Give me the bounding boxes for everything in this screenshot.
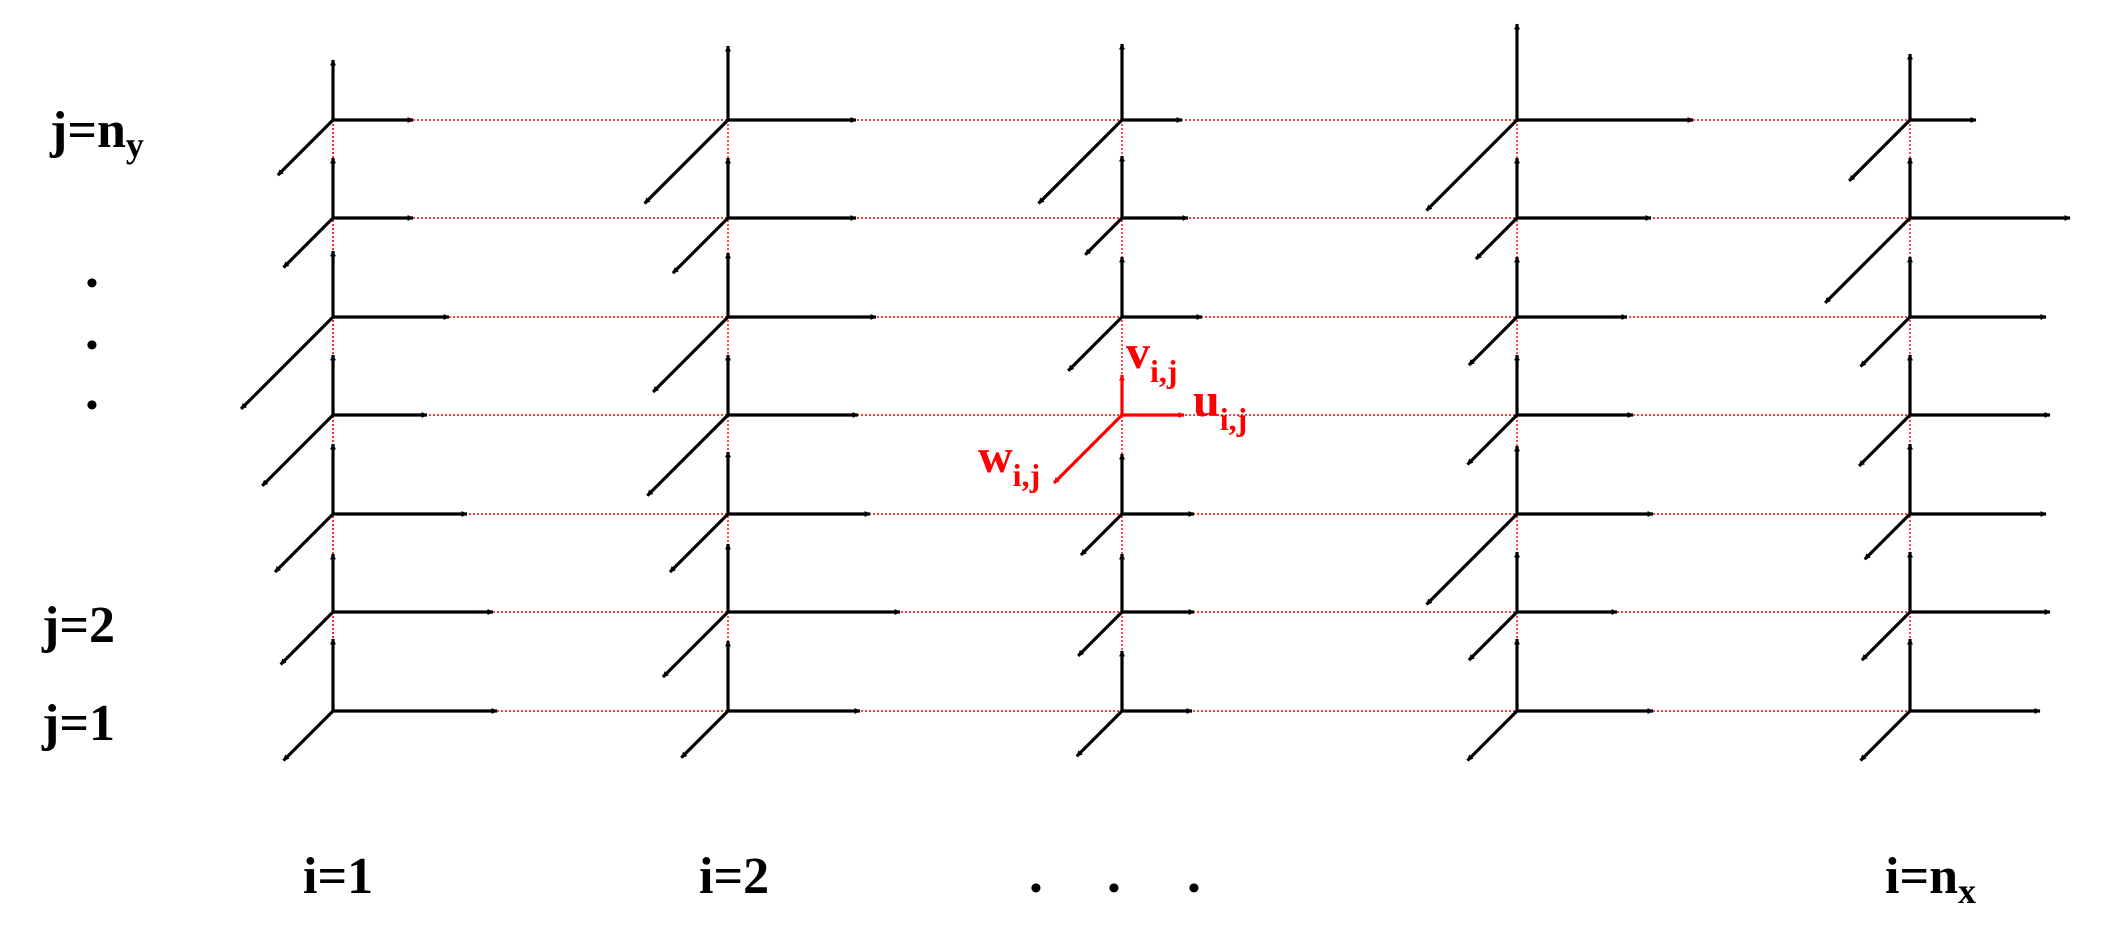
w-arrow [671, 216, 730, 275]
row-label-1: j=1 [41, 695, 115, 752]
w-arrow [1075, 709, 1124, 758]
row-ellipsis-dot: • [86, 265, 98, 302]
w-arrow [1466, 709, 1519, 762]
u-ij-label: ui,j [1193, 374, 1247, 437]
w-arrow [646, 413, 730, 497]
w-arrow [1824, 216, 1912, 304]
w-arrow [1860, 610, 1912, 662]
w-arrow [1037, 118, 1124, 205]
w-arrow [1859, 709, 1912, 762]
w-arrow [1857, 413, 1912, 468]
v-ij-label: vi,j [1126, 326, 1178, 389]
w-arrow [643, 118, 730, 205]
col-label-nx: i=nx [1885, 848, 1976, 911]
row-label-ny: j=ny [49, 102, 144, 165]
row-ellipsis-dot: • [86, 327, 98, 364]
w-arrow [661, 610, 730, 679]
w-arrow [1467, 315, 1519, 367]
w-arrow [282, 216, 335, 269]
w-arrow [1863, 512, 1912, 561]
col-ellipsis-dot: • [1188, 870, 1200, 907]
w-arrow [1848, 118, 1912, 182]
velocity-arrows [239, 23, 2071, 762]
col-label-2: i=2 [699, 848, 769, 905]
w-arrow [273, 512, 335, 574]
row-label-2: j=2 [41, 597, 115, 654]
row-ellipsis-dot: • [86, 387, 98, 424]
w-arrow [1079, 512, 1124, 557]
w-arrow [279, 610, 335, 666]
w-arrow [261, 413, 335, 487]
w-arrow [1466, 413, 1519, 466]
w-arrow [239, 315, 335, 411]
w-arrow [1859, 315, 1912, 368]
w-arrow [1474, 216, 1519, 261]
col-ellipsis-dot: • [1030, 870, 1042, 907]
w-arrow [1425, 512, 1519, 606]
w-arrow [680, 709, 730, 759]
w-arrow [651, 315, 730, 394]
w-arrow [1425, 118, 1519, 212]
highlighted-node [1052, 374, 1185, 485]
w-ij-arrow [1052, 413, 1124, 485]
w-arrow [282, 709, 335, 762]
col-label-1: i=1 [303, 848, 373, 905]
w-arrow [1067, 315, 1124, 372]
w-arrow [668, 512, 730, 574]
w-arrow [1077, 610, 1124, 657]
w-arrow [1467, 610, 1519, 662]
w-arrow [276, 118, 335, 177]
w-ij-label: wi,j [978, 430, 1040, 493]
col-ellipsis-dot: • [1108, 870, 1120, 907]
w-arrow [1084, 216, 1124, 256]
